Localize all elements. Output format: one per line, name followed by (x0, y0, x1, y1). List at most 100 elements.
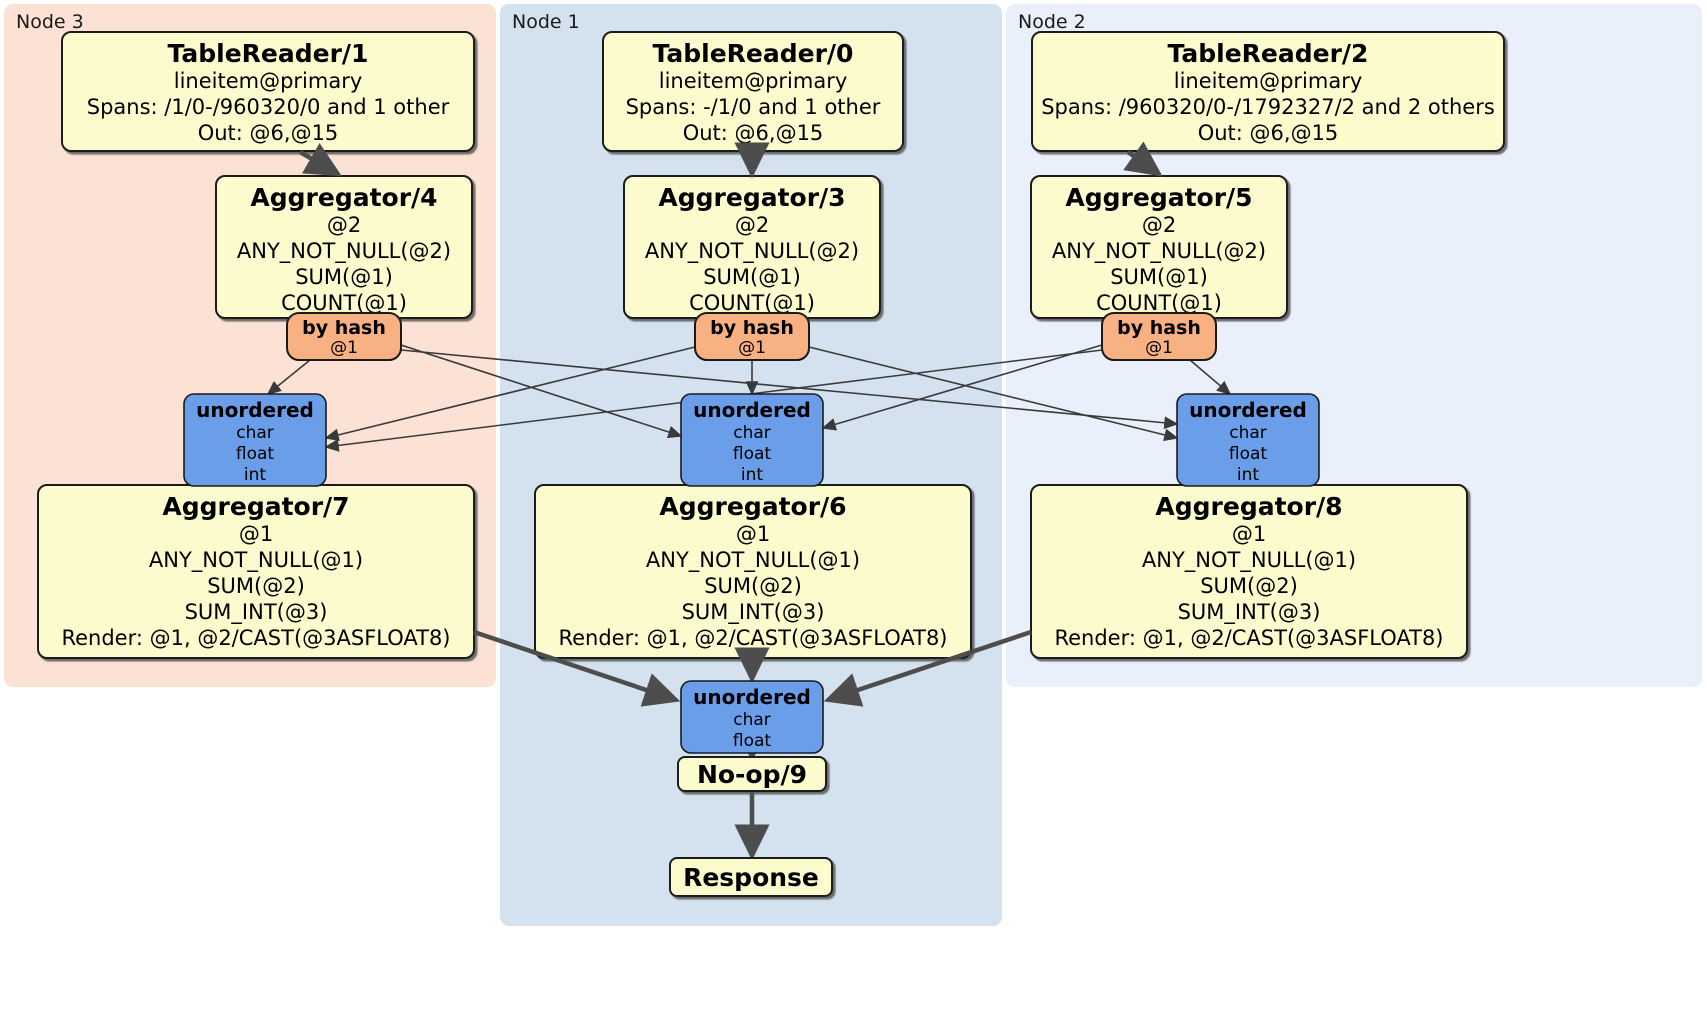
processor-aggregator-4[interactable]: Aggregator/4@2ANY_NOT_NULL(@2)SUM(@1)COU… (215, 175, 473, 319)
flow-edges-group (298, 141, 1163, 861)
processor-detail-line: Out: @6,@15 (683, 121, 824, 145)
final-node-title: Response (683, 863, 819, 892)
processor-detail-line: Out: @6,@15 (198, 121, 339, 145)
synchronizer-background (680, 393, 824, 487)
processor-detail-line: COUNT(@1) (281, 291, 407, 315)
synchronizer-type-line: char (1229, 423, 1267, 443)
routers-group: by hash@1by hash@1by hash@1 (286, 312, 1217, 361)
processor-title: Aggregator/6 (659, 492, 846, 521)
processor-box-background (1031, 31, 1505, 152)
final-node-background (669, 857, 833, 897)
processor-aggregator-6[interactable]: Aggregator/6@1ANY_NOT_NULL(@1)SUM(@2)SUM… (534, 484, 972, 659)
synchronizer-type-line: float (733, 731, 772, 751)
synchronizer-background (1176, 393, 1320, 487)
synchronizer-background (680, 680, 824, 754)
synchronizer-type-line: float (733, 444, 772, 464)
processor-detail-line: @1 (1232, 522, 1266, 546)
router-detail-line: @1 (1145, 338, 1173, 358)
final-node-background (677, 756, 827, 792)
processor-aggregator-5[interactable]: Aggregator/5@2ANY_NOT_NULL(@2)SUM(@1)COU… (1030, 175, 1288, 319)
processor-detail-line: COUNT(@1) (689, 291, 815, 315)
panel-label: Node 1 (512, 11, 580, 33)
processor-detail-line: SUM(@1) (703, 265, 801, 289)
router-title: by hash (302, 317, 386, 339)
processor-detail-line: @2 (1142, 213, 1176, 237)
processor-detail-line: lineitem@primary (1174, 69, 1363, 93)
edge-hash3-to-unordered1 (400, 344, 683, 439)
router-by-hash-node2[interactable]: by hash@1 (1101, 312, 1217, 361)
processor-detail-line: Spans: /960320/0-/1792327/2 and 2 others (1041, 95, 1495, 119)
processor-aggregator-7[interactable]: Aggregator/7@1ANY_NOT_NULL(@1)SUM(@2)SUM… (37, 484, 475, 659)
edge-hash1-to-unordered3 (324, 346, 696, 442)
synchronizer-title: unordered (196, 398, 314, 422)
synchronizer-type-line: char (236, 423, 274, 443)
synchronizers-group: unorderedcharfloatintunorderedcharfloati… (183, 393, 1320, 754)
processor-detail-line: ANY_NOT_NULL(@1) (1142, 548, 1356, 573)
final-node-title: No-op/9 (697, 760, 807, 789)
processor-aggregator-8[interactable]: Aggregator/8@1ANY_NOT_NULL(@1)SUM(@2)SUM… (1030, 484, 1468, 659)
processor-detail-line: Spans: /1/0-/960320/0 and 1 other (87, 95, 450, 119)
edge-hash3-to-unordered3 (266, 359, 311, 396)
processor-detail-line: ANY_NOT_NULL(@1) (646, 548, 860, 573)
processor-detail-line: @2 (327, 213, 361, 237)
processor-detail-line: @1 (239, 522, 273, 546)
processor-aggregator-3[interactable]: Aggregator/3@2ANY_NOT_NULL(@2)SUM(@1)COU… (623, 175, 881, 319)
processor-detail-line: @1 (736, 522, 770, 546)
processor-detail-line: SUM(@2) (1200, 574, 1298, 598)
processor-detail-line: Render: @1, @2/CAST(@3ASFLOAT8) (1054, 626, 1443, 650)
processor-title: TableReader/1 (168, 39, 369, 68)
processor-title: TableReader/0 (653, 39, 854, 68)
synchronizer-type-line: int (244, 465, 266, 485)
processor-detail-line: lineitem@primary (659, 69, 848, 93)
processor-detail-line: lineitem@primary (174, 69, 363, 93)
synchronizer-title: unordered (693, 685, 811, 709)
synchronizer-type-line: float (236, 444, 275, 464)
router-by-hash-node1[interactable]: by hash@1 (694, 312, 810, 361)
processor-detail-line: ANY_NOT_NULL(@2) (645, 239, 859, 264)
synchronizer-background (183, 393, 327, 487)
router-by-hash-node3[interactable]: by hash@1 (286, 312, 402, 361)
processor-detail-line: ANY_NOT_NULL(@2) (237, 239, 451, 264)
processor-detail-line: COUNT(@1) (1096, 291, 1222, 315)
edge-agg7-to-final (473, 629, 681, 707)
processor-detail-line: SUM(@1) (1110, 265, 1208, 289)
router-background (286, 312, 402, 361)
processor-detail-line: Spans: -/1/0 and 1 other (626, 95, 881, 119)
edge-hash1-to-unordered2 (808, 346, 1179, 442)
synchronizer-title: unordered (1189, 398, 1307, 422)
edge-hash3-to-unordered2 (400, 349, 1179, 430)
processor-title: Aggregator/7 (162, 492, 349, 521)
router-background (694, 312, 810, 361)
synchronizer-title: unordered (693, 398, 811, 422)
processor-detail-line: Out: @6,@15 (1198, 121, 1339, 145)
synchronizer-type-line: int (1237, 465, 1259, 485)
processor-detail-line: SUM(@1) (295, 265, 393, 289)
synchronizer-type-line: int (741, 465, 763, 485)
processor-detail-line: Render: @1, @2/CAST(@3ASFLOAT8) (61, 626, 450, 650)
node-response[interactable]: Response (669, 857, 833, 897)
router-background (1101, 312, 1217, 361)
panel-label: Node 2 (1018, 11, 1086, 33)
synchronizer-type-line: float (1229, 444, 1268, 464)
edge-tr2-to-agg5 (1123, 141, 1163, 177)
processor-title: Aggregator/5 (1065, 183, 1252, 212)
processor-detail-line: Render: @1, @2/CAST(@3ASFLOAT8) (558, 626, 947, 650)
processor-detail-line: SUM(@2) (704, 574, 802, 598)
processor-detail-line: SUM_INT(@3) (185, 600, 328, 625)
processor-detail-line: ANY_NOT_NULL(@2) (1052, 239, 1266, 264)
node-no-op-9[interactable]: No-op/9 (677, 756, 827, 792)
edge-hash2-to-unordered1 (821, 344, 1103, 431)
router-title: by hash (1117, 317, 1201, 339)
processor-detail-line: ANY_NOT_NULL(@1) (149, 548, 363, 573)
